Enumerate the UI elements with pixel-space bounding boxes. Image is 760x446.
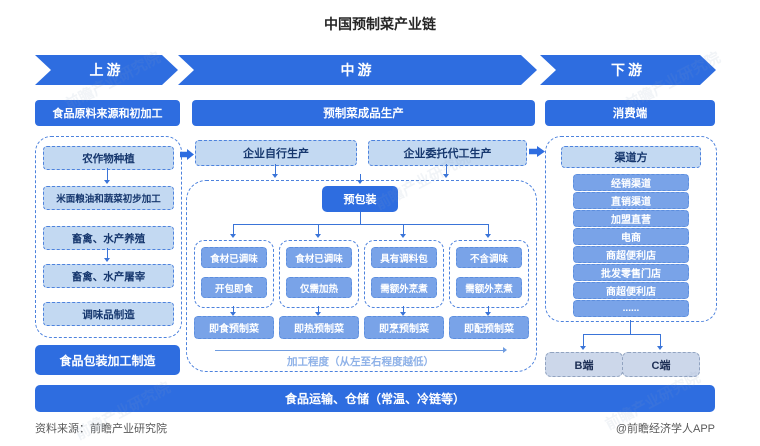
logistics-bar: 食品运输、仓储（常温、冷链等） [35, 385, 715, 412]
channel-item: 直销渠道 [573, 192, 689, 209]
midstream-mode-self-production: 企业自行生产 [195, 140, 357, 166]
arrow-down-icon [485, 234, 491, 238]
upstream-item-slaughter: 畜禽、水产屠宰 [43, 264, 174, 288]
trait-box: 具有调料包 [371, 247, 437, 268]
trait-box: 仅需加热 [286, 277, 352, 298]
arrow-down-icon [272, 174, 278, 178]
product-box-ready-to-cook: 即烹预制菜 [364, 316, 444, 339]
connector [583, 334, 584, 346]
category-group-ready-to-eat [194, 240, 274, 308]
connector [446, 164, 447, 174]
downstream-header: 消费端 [545, 100, 715, 126]
connector [360, 212, 361, 224]
channel-title-box: 渠道方 [561, 146, 701, 168]
arrow-down-icon [400, 312, 406, 316]
channel-item: 电商 [573, 228, 689, 245]
arrow-down-icon [230, 234, 236, 238]
arrow-down-icon [104, 180, 110, 184]
arrow-down-icon [485, 312, 491, 316]
connector [488, 306, 489, 312]
stage-banner-downstream: 下游 [540, 55, 716, 85]
connector [630, 320, 631, 334]
arrow-right-icon [529, 146, 545, 157]
category-group-ready-to-prepare [449, 240, 529, 308]
page-title: 中国预制菜产业链 [324, 16, 436, 32]
trait-box: 需额外烹煮 [371, 277, 437, 298]
arrow-down-icon [443, 174, 449, 178]
arrow-down-icon [357, 180, 363, 184]
connector [360, 174, 361, 180]
upstream-group [35, 136, 182, 338]
upstream-header: 食品原料来源和初加工 [35, 100, 180, 126]
upstream-packaging-box: 食品包装加工制造 [35, 345, 180, 375]
midstream-prepackaging-box: 预包装 [322, 186, 398, 212]
arrow-down-icon [315, 312, 321, 316]
category-group-ready-to-cook [364, 240, 444, 308]
arrow-down-icon [315, 234, 321, 238]
degree-axis-line [215, 350, 503, 351]
product-box-ready-to-eat: 即食预制菜 [194, 316, 274, 339]
stage-banner-upstream: 上游 [35, 55, 178, 85]
connector [318, 306, 319, 312]
connector [233, 306, 234, 312]
downstream-group [545, 136, 717, 322]
degree-note: 加工程度（从左至右程度越低） [287, 356, 434, 368]
connector [233, 224, 234, 234]
arrow-down-icon [580, 346, 586, 350]
trait-box: 不含调味 [456, 247, 522, 268]
arrow-down-icon [400, 234, 406, 238]
arrow-down-icon [657, 346, 663, 350]
midstream-header: 预制菜成品生产 [192, 100, 535, 126]
connector [275, 164, 276, 174]
upstream-item-livestock-aquaculture: 畜禽、水产养殖 [43, 226, 174, 250]
trait-box: 食材已调味 [201, 247, 267, 268]
end-c-box: C端 [622, 352, 700, 377]
channel-item: 商超便利店 [573, 282, 689, 299]
connector [403, 224, 404, 234]
connector [318, 224, 319, 234]
connector [233, 224, 488, 225]
product-box-ready-to-heat: 即热预制菜 [279, 316, 359, 339]
midstream-mode-oem-production: 企业委托代工生产 [368, 140, 527, 166]
channel-item: 商超便利店 [573, 246, 689, 263]
product-box-ready-to-prepare: 即配预制菜 [449, 316, 529, 339]
arrow-right-icon [503, 347, 507, 353]
upstream-item-seasoning: 调味品制造 [43, 302, 174, 326]
connector [403, 306, 404, 312]
connector [107, 248, 108, 258]
channel-item: 批发零售门店 [573, 264, 689, 281]
upstream-item-grain-veg-processing: 米面粮油和蔬菜初步加工 [43, 186, 174, 210]
channel-item-ellipsis: ...... [573, 300, 689, 317]
stage-banner-midstream: 中游 [178, 55, 537, 85]
arrow-down-icon [230, 312, 236, 316]
source-note: 资料来源：前瞻产业研究院 [35, 423, 167, 435]
end-b-box: B端 [545, 352, 623, 377]
category-group-ready-to-heat [279, 240, 359, 308]
arrow-right-icon [180, 149, 194, 160]
connector [660, 334, 661, 346]
connector [488, 224, 489, 234]
trait-box: 需额外烹煮 [456, 277, 522, 298]
trait-box: 开包即食 [201, 277, 267, 298]
channel-item: 经销渠道 [573, 174, 689, 191]
trait-box: 食材已调味 [286, 247, 352, 268]
channel-item: 加盟直营 [573, 210, 689, 227]
connector [583, 334, 660, 335]
connector [107, 168, 108, 180]
credit-note: @前瞻经济学人APP [615, 423, 715, 435]
upstream-item-crop-planting: 农作物种植 [43, 146, 174, 170]
arrow-down-icon [104, 258, 110, 262]
